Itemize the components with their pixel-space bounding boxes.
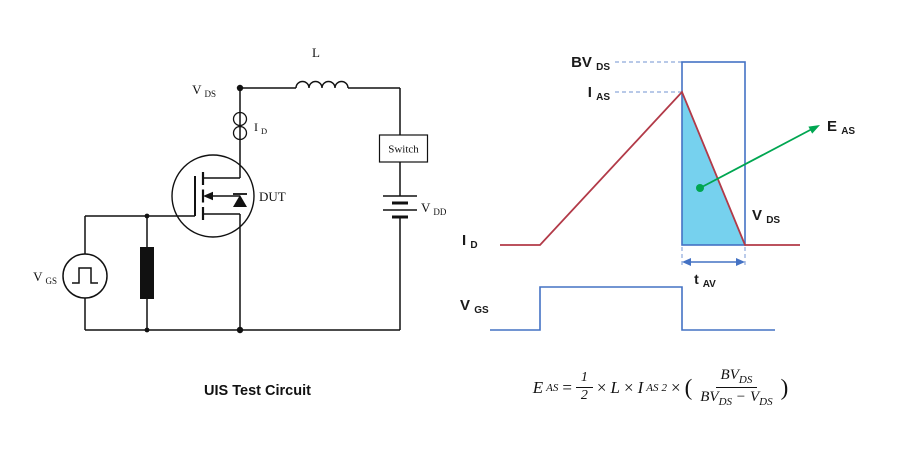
vgs-wave-label: V GS [460, 297, 489, 316]
id-current-trace [500, 90, 800, 246]
dut-label: DUT [259, 189, 286, 204]
guide-lines [615, 61, 746, 268]
circuit-caption: UIS Test Circuit [204, 383, 311, 399]
switch-block: Switch [378, 134, 429, 163]
formula-bv-num: BVDS [715, 366, 758, 389]
battery-symbol [383, 195, 417, 219]
eas-pointer [696, 125, 820, 192]
formula-equals: = [562, 377, 572, 397]
id-probe-label: I D [254, 120, 267, 136]
tav-sub: AV [703, 279, 716, 290]
vdd-sub: DD [433, 207, 446, 217]
vds-wave-label: V DS [752, 207, 780, 226]
formula-e-sub: AS [546, 381, 559, 394]
pulse-waveform-icon [72, 267, 98, 284]
ias-sub: AS [596, 92, 610, 103]
vds-base: V [192, 82, 202, 97]
vds-node-label: V DS [192, 82, 216, 99]
formula-half-den: 2 [580, 388, 588, 404]
formula-num-bv: BV [720, 367, 739, 383]
tav-arrow [682, 258, 745, 266]
pulse-source-symbol [62, 253, 108, 299]
formula-close-paren: ) [780, 375, 789, 401]
eas-sub: AS [841, 126, 855, 137]
ias-base: I [588, 84, 592, 101]
eas-base: E [827, 118, 837, 135]
tav-label: t AV [694, 271, 716, 290]
mosfet-body-circle [171, 154, 255, 238]
vgs-wave-sub: GS [474, 305, 489, 316]
mosfet-symbol [171, 154, 255, 238]
vds-pulse-trace [681, 61, 746, 246]
vdd-label: V DD [421, 200, 447, 217]
formula-times-1: × [596, 377, 607, 397]
formula-open-paren: ( [684, 375, 693, 401]
id-wave-label: I D [462, 232, 478, 251]
id-wave-sub: D [470, 240, 477, 251]
gate-resistor [140, 247, 154, 299]
formula-den-bv-sub: DS [718, 396, 733, 409]
formula-minus: − [736, 389, 746, 406]
junction-dots [144, 84, 244, 334]
vds-sub: DS [204, 89, 216, 99]
vds-wave-sub: DS [766, 215, 780, 226]
ias-label: I AS [588, 84, 611, 103]
vdd-base: V [421, 200, 431, 215]
vgs-wave-base: V [460, 297, 470, 314]
id-base: I [254, 120, 258, 134]
node-vds [236, 84, 244, 92]
inductor-label: L [312, 45, 320, 60]
formula-den-bv: BV [700, 389, 719, 406]
vgs-sub: GS [45, 276, 57, 286]
eas-pointer-line [699, 128, 813, 189]
formula-l: L [610, 377, 620, 397]
formula-num-bv-sub: DS [738, 374, 753, 386]
formula-i: I [637, 377, 644, 397]
formula-e: E [532, 377, 544, 397]
vds-wave-base: V [752, 207, 762, 224]
eas-label: E AS [827, 118, 855, 137]
node-source-rail [236, 326, 244, 334]
formula-i-sub: AS [646, 381, 659, 394]
formula-den-v: V [750, 389, 760, 406]
node-gate-tee [144, 213, 150, 219]
tav-base: t [694, 271, 699, 287]
vgs-base: V [33, 269, 43, 284]
bvds-sub: DS [596, 62, 610, 73]
formula-bv-fraction: BVDS BVDS − VDS [695, 366, 777, 409]
vgs-source-label: V GS [33, 269, 57, 286]
formula-bv-den: BVDS − VDS [695, 388, 777, 409]
tav-arrowhead-left-icon [682, 258, 691, 266]
tav-arrowhead-right-icon [736, 258, 745, 266]
bvds-label: BV DS [571, 54, 610, 73]
eas-arrowhead-icon [808, 125, 820, 134]
formula-times-3: × [670, 377, 681, 397]
formula-half-fraction: 1 2 [575, 370, 593, 405]
formula-i-sup: 2 [661, 381, 667, 394]
uis-test-circuit-diagram: Switch V DS L I D DUT V DD [33, 45, 447, 334]
mosfet-channel-arrow [203, 191, 213, 201]
current-probe-icon [232, 111, 248, 141]
node-resistor-rail [144, 327, 150, 333]
body-diode-icon [233, 193, 247, 207]
formula-den-v-sub: DS [759, 396, 773, 409]
bvds-base: BV [571, 54, 592, 71]
switch-box [378, 134, 429, 163]
mosfet-leads [203, 177, 240, 215]
id-wave-base: I [462, 232, 466, 249]
formula-times-2: × [623, 377, 634, 397]
id-sub: D [261, 126, 267, 136]
vgs-gate-trace [490, 286, 775, 331]
switch-label: Switch [388, 144, 419, 156]
avalanche-waveform-diagram: BV DS I AS E AS V DS I D t AV V GS [460, 54, 855, 331]
formula-half-num: 1 [575, 370, 593, 389]
inductor-symbol [295, 80, 349, 89]
